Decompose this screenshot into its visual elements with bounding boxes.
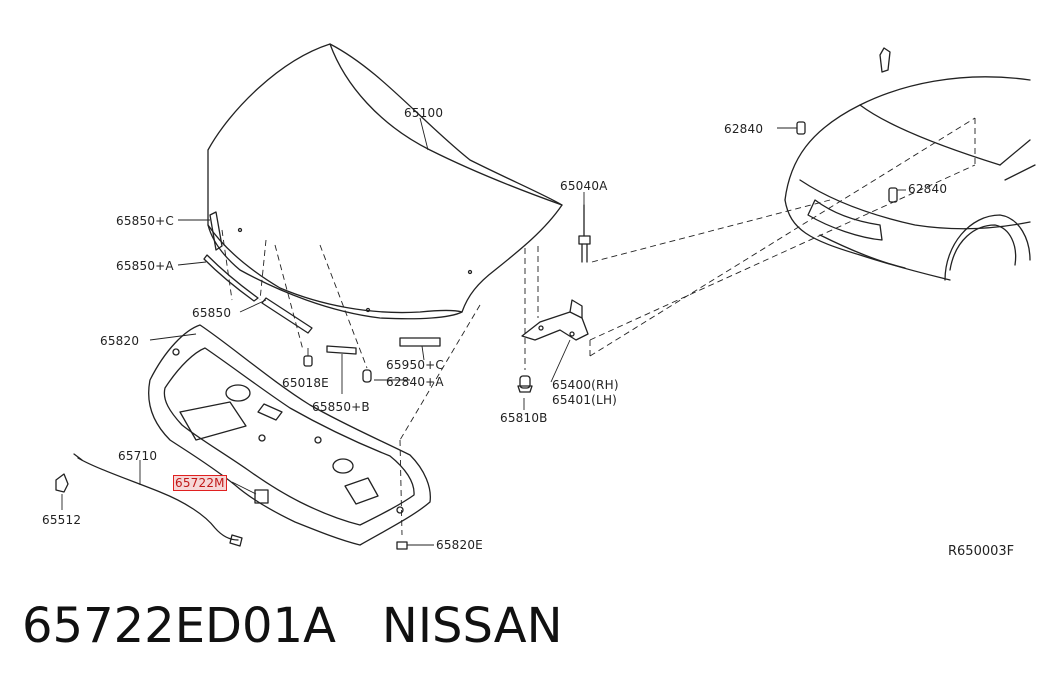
label-65850: 65850 [192,306,232,320]
label-65512: 65512 [42,513,82,527]
vehicle-front-drawing [784,47,1036,281]
label-65710: 65710 [118,449,158,463]
label-65018e: 65018E [282,376,329,390]
caption: 65722ED01A NISSAN [22,598,609,654]
label-65820e: 65820E [436,538,483,552]
label-65401-lh: 65401(LH) [552,393,618,407]
label-65850-b: 65850+B [312,400,370,414]
hood-drawing [207,43,563,320]
label-62840-top: 62840 [724,122,764,136]
stay-rod-drawing [73,453,269,547]
label-65100: 65100 [404,106,444,120]
hood-seals-drawing [203,211,441,355]
label-65400-rh: 65400(RH) [552,378,619,392]
parts-diagram [55,43,1036,550]
label-65040a: 65040A [560,179,608,193]
brand-name: NISSAN [381,598,563,654]
label-62840-front: 62840 [908,182,948,196]
label-65950-c: 65950+C [386,358,445,372]
part-number: 65722ED01A [22,598,336,654]
label-65850-a: 65850+A [116,259,174,273]
label-65722m-highlighted[interactable]: 65722M [173,475,227,491]
label-65850-c: 65850+C [116,214,175,228]
label-62840-a: 62840+A [386,375,444,389]
label-65820: 65820 [100,334,140,348]
hinge-drawing [521,204,591,341]
reference-code: R650003F [948,544,1015,559]
insulator-drawing [148,324,431,546]
label-65810b: 65810B [500,411,548,425]
